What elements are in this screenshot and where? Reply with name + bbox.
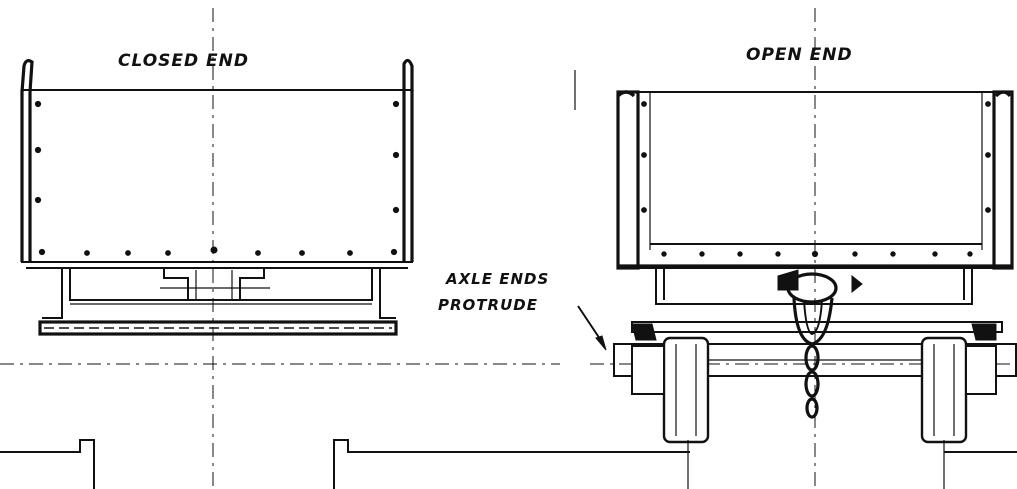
closed-end-view: CLOSED END	[20, 51, 414, 336]
centre-lines	[0, 8, 1017, 489]
axle-ends-label-line1: AXLE ENDS	[445, 270, 549, 288]
closed-end-body	[21, 89, 413, 263]
open-end-label: OPEN END	[746, 45, 853, 65]
open-end-rivets	[641, 101, 991, 258]
axle	[613, 343, 1017, 377]
axle-ends-note: AXLE ENDS PROTRUDE	[438, 270, 607, 351]
ground-outline	[0, 439, 1017, 489]
closed-end-undercarriage	[38, 268, 398, 336]
left-handle	[20, 59, 34, 93]
right-handle	[402, 58, 414, 92]
right-wheel	[920, 336, 997, 489]
open-end-view: OPEN END	[613, 45, 1017, 489]
closed-end-label: CLOSED END	[118, 51, 249, 71]
axle-ends-label-line2: PROTRUDE	[438, 296, 538, 314]
open-end-undercarriage	[613, 268, 1017, 377]
closed-end-rivets	[34, 100, 400, 256]
leader-line	[577, 305, 603, 343]
left-wheel	[631, 336, 710, 489]
